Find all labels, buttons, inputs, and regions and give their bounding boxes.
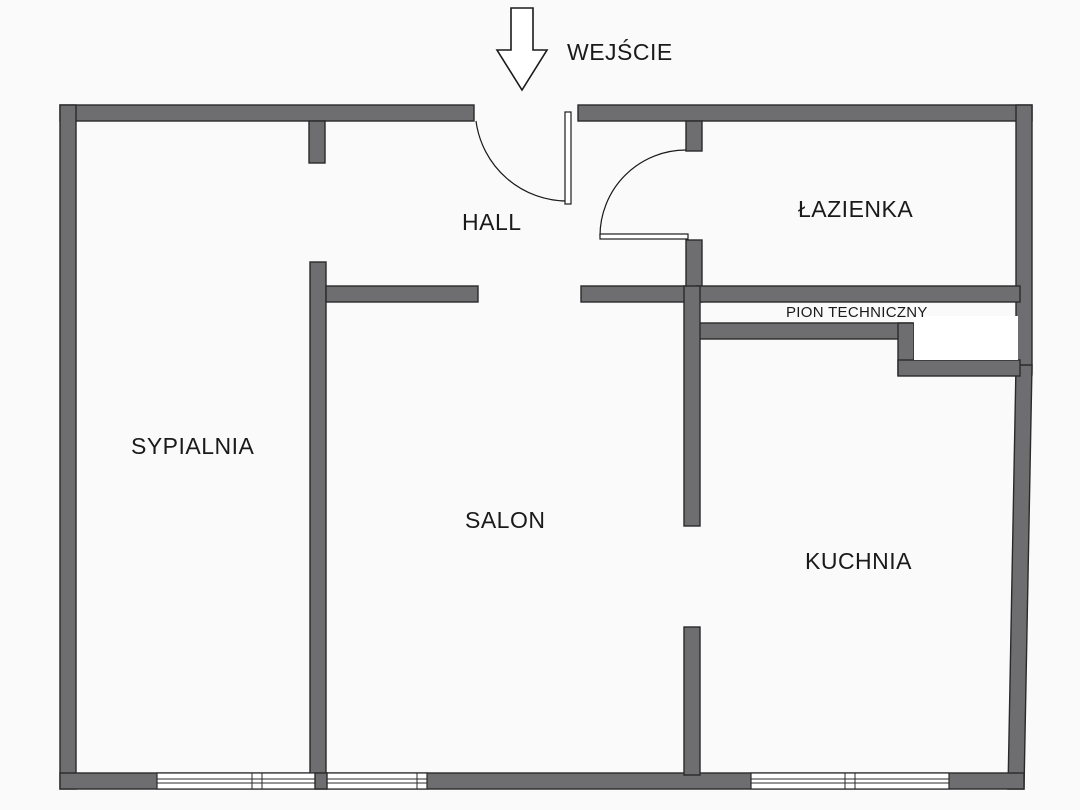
room-label-kitchen: KUCHNIA — [805, 548, 912, 574]
entrance-door-swing — [475, 120, 569, 202]
room-label-living-room: SALON — [465, 507, 545, 533]
window-kitchen — [750, 772, 950, 790]
wall-top-left — [59, 104, 475, 122]
wall-shaft-notch-horizontal — [897, 359, 1021, 377]
wall-salon-kitchen-lower — [683, 626, 701, 776]
bathroom-door-leaf — [599, 233, 689, 240]
wall-bedroom-salon — [309, 261, 327, 775]
wall-top-right — [577, 104, 1033, 122]
bathroom-door-swing — [599, 149, 687, 237]
wall-hall-salon-right — [580, 285, 697, 303]
room-label-hall: HALL — [462, 209, 522, 235]
entrance-label: WEJŚCIE — [567, 38, 673, 65]
wall-salon-kitchen-upper — [683, 285, 701, 527]
entrance-door — [475, 111, 572, 205]
interior-walls — [308, 120, 1021, 776]
room-label-bedroom: SYPIALNIA — [131, 433, 255, 459]
entrance-arrow-icon — [495, 7, 549, 92]
wall-bathroom-bottom — [695, 285, 1021, 303]
window-bedroom-salon — [156, 772, 428, 790]
wall-bedroom-stub-top — [308, 120, 326, 164]
entrance-door-leaf — [564, 111, 572, 205]
wall-right-upper — [1015, 104, 1033, 376]
wall-left — [59, 104, 77, 790]
wall-right-lower — [1007, 364, 1033, 790]
room-label-bathroom: ŁAZIENKA — [798, 196, 913, 222]
wall-shaft-bottom — [695, 322, 913, 340]
wall-bathroom-stub-top — [685, 120, 703, 152]
bathroom-door — [599, 149, 689, 240]
room-label-utility-shaft: PION TECHNICZNY — [786, 304, 928, 321]
shaft-notch-fill — [914, 316, 1018, 360]
wall-hall-salon-left — [325, 285, 479, 303]
outer-walls — [59, 104, 1033, 790]
